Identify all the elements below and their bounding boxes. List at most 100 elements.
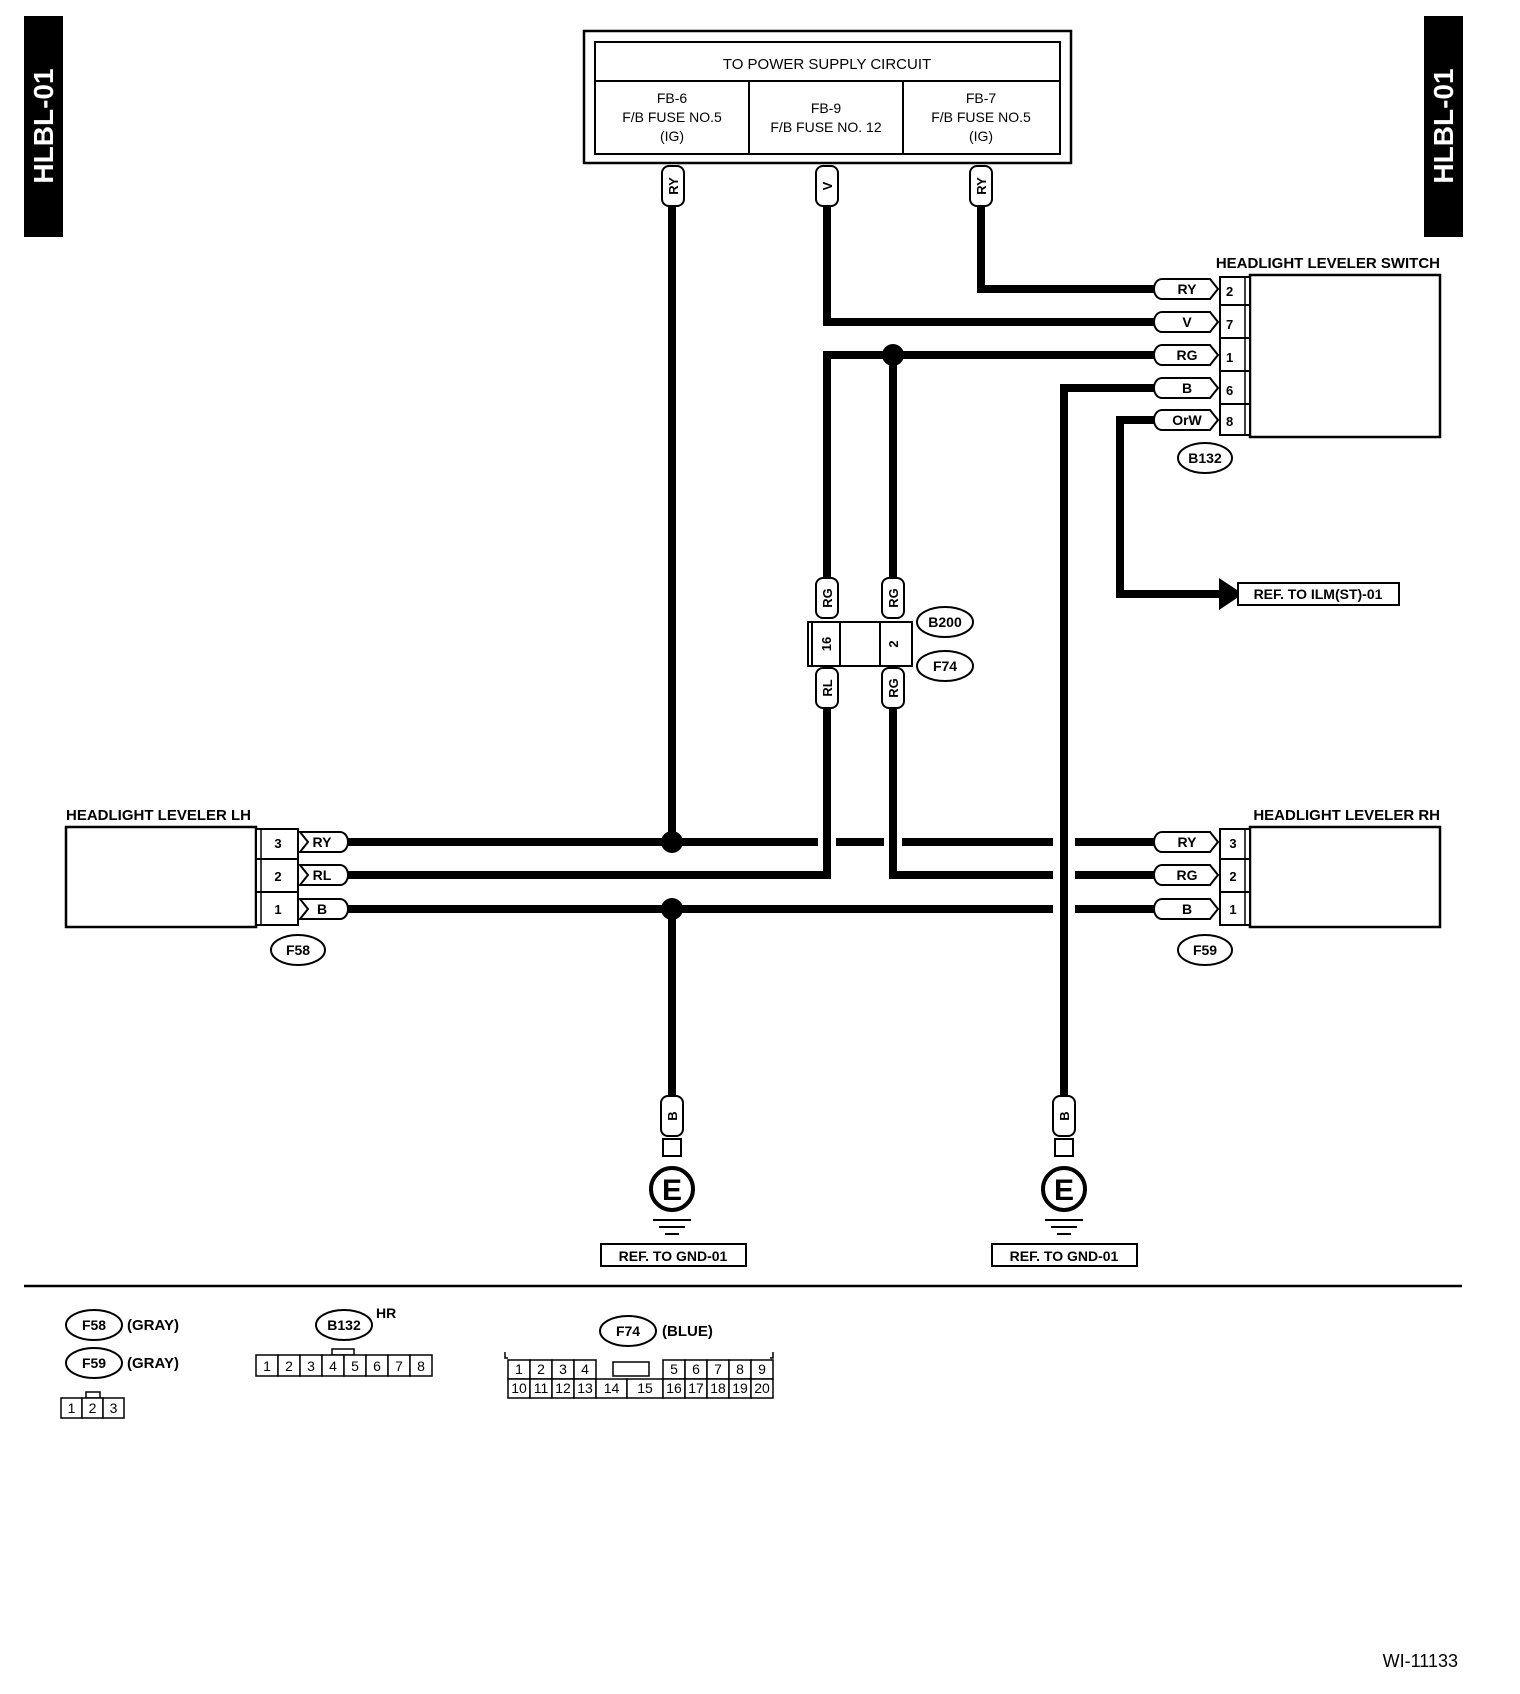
pin-label: 14 [604,1380,620,1396]
pin-label: 2 [285,1358,293,1374]
pin-label: 6 [692,1361,700,1377]
ground-icon [649,1166,695,1212]
junction-top-connector-id: B200 [928,614,962,630]
pin-label: 3 [559,1361,567,1377]
svg-text:(BLUE): (BLUE) [662,1323,713,1340]
svg-text:RY: RY [666,177,681,195]
svg-text:1: 1 [1226,350,1233,365]
svg-text:E: E [662,1174,682,1207]
fuse-3-line3: (IG) [969,128,993,144]
svg-text:B: B [1182,901,1192,917]
svg-text:RY: RY [1178,834,1198,850]
svg-text:B132: B132 [327,1317,361,1333]
svg-text:F59: F59 [82,1355,106,1371]
rh-connector-id: F59 [1193,942,1217,958]
pin-label: 20 [754,1380,770,1396]
switch-title: HEADLIGHT LEVELER SWITCH [1216,255,1440,272]
pin-label: 2 [537,1361,545,1377]
svg-text:(GRAY): (GRAY) [127,1355,179,1372]
svg-text:RL: RL [313,867,332,883]
svg-text:8: 8 [1226,414,1233,429]
pin-label: 13 [577,1380,593,1396]
svg-text:(GRAY): (GRAY) [127,1317,179,1334]
side-tab-right: HLBL-01 [1424,16,1463,237]
pin-label: 10 [511,1380,527,1396]
ground-icon [1041,1166,1087,1212]
pin-cell [750,1378,774,1399]
junction-dots [661,344,904,920]
pin-label: 1 [263,1358,271,1374]
pin-label: 3 [307,1358,315,1374]
junction-connector: RG RG 16 2 RL RG B200 F74 [807,577,974,709]
svg-text:RG: RG [1177,867,1198,883]
svg-text:7: 7 [1226,317,1233,332]
ref-arrow-icon [1219,578,1243,610]
fuse-3-line1: FB-7 [966,90,997,106]
pin-label: 4 [581,1361,589,1377]
svg-text:RY: RY [974,177,989,195]
ground-2: B E REF. TO GND-01 [991,1095,1138,1267]
side-tab-left: HLBL-01 [24,16,63,237]
svg-text:6: 6 [1226,383,1233,398]
pin-label: 16 [666,1380,682,1396]
svg-text:RG: RG [886,588,901,608]
pin-label: 18 [710,1380,726,1396]
rh-title: HEADLIGHT LEVELER RH [1253,807,1440,824]
svg-text:RG: RG [1177,347,1198,363]
pin-label: 8 [736,1361,744,1377]
wires [344,203,1225,1097]
junction-bottom-connector-id: F74 [933,658,957,674]
pin-cell [102,1397,125,1419]
fuse-3-line2: F/B FUSE NO.5 [931,109,1031,125]
svg-text:2: 2 [1226,284,1233,299]
svg-text:1: 1 [274,902,281,917]
pin-label: 1 [515,1361,523,1377]
ground-1-ref: REF. TO GND-01 [619,1248,728,1264]
svg-text:16: 16 [819,637,834,651]
headlight-leveler-switch: HEADLIGHT LEVELER SWITCH 2 7 1 6 8 RY V … [1153,255,1442,606]
headlight-leveler-lh: HEADLIGHT LEVELER LH 3 2 1 RY RL B F58 [64,807,349,966]
svg-text:RG: RG [886,678,901,698]
lh-connector-id: F58 [286,942,310,958]
svg-text:B: B [1057,1111,1072,1120]
svg-text:B: B [1182,380,1192,396]
svg-text:2: 2 [274,869,281,884]
svg-text:RY: RY [1178,281,1198,297]
figure-id: WI-11133 [1383,1651,1458,1671]
fuse-2-line2: F/B FUSE NO. 12 [770,119,881,135]
fuse-1-line2: F/B FUSE NO.5 [622,109,722,125]
svg-text:E: E [1054,1174,1074,1207]
headlight-leveler-rh: HEADLIGHT LEVELER RH 3 2 1 RY RG B F59 [1153,807,1442,966]
fuse-1-line3: (IG) [660,128,684,144]
pin-label: 9 [758,1361,766,1377]
pin-label: 12 [555,1380,571,1396]
pin-label: 5 [670,1361,678,1377]
pin-label: 15 [637,1380,653,1396]
pin-label: 2 [89,1400,97,1416]
svg-text:RG: RG [820,588,835,608]
svg-text:V: V [820,181,835,190]
switch-connector-id: B132 [1188,450,1222,466]
pin-label: 3 [110,1400,118,1416]
pin-label: 5 [351,1358,359,1374]
ground-2-ref: REF. TO GND-01 [1010,1248,1119,1264]
pin-label: 19 [732,1380,748,1396]
svg-text:1: 1 [1229,902,1236,917]
lh-title: HEADLIGHT LEVELER LH [66,807,251,824]
power-wire-tags: RY V RY [661,165,993,207]
ilm-ref-label: REF. TO ILM(ST)-01 [1254,586,1383,602]
svg-text:B: B [317,901,327,917]
svg-text:3: 3 [274,836,281,851]
fuse-1-line1: FB-6 [657,90,688,106]
svg-text:HLBL-01: HLBL-01 [28,68,59,183]
svg-text:V: V [1182,314,1192,330]
pin-label: 4 [329,1358,337,1374]
pin-label: 6 [373,1358,381,1374]
pin-label: 7 [714,1361,722,1377]
ground-1: B E REF. TO GND-01 [600,1095,747,1267]
svg-text:RL: RL [820,679,835,696]
pin-label: 17 [688,1380,704,1396]
